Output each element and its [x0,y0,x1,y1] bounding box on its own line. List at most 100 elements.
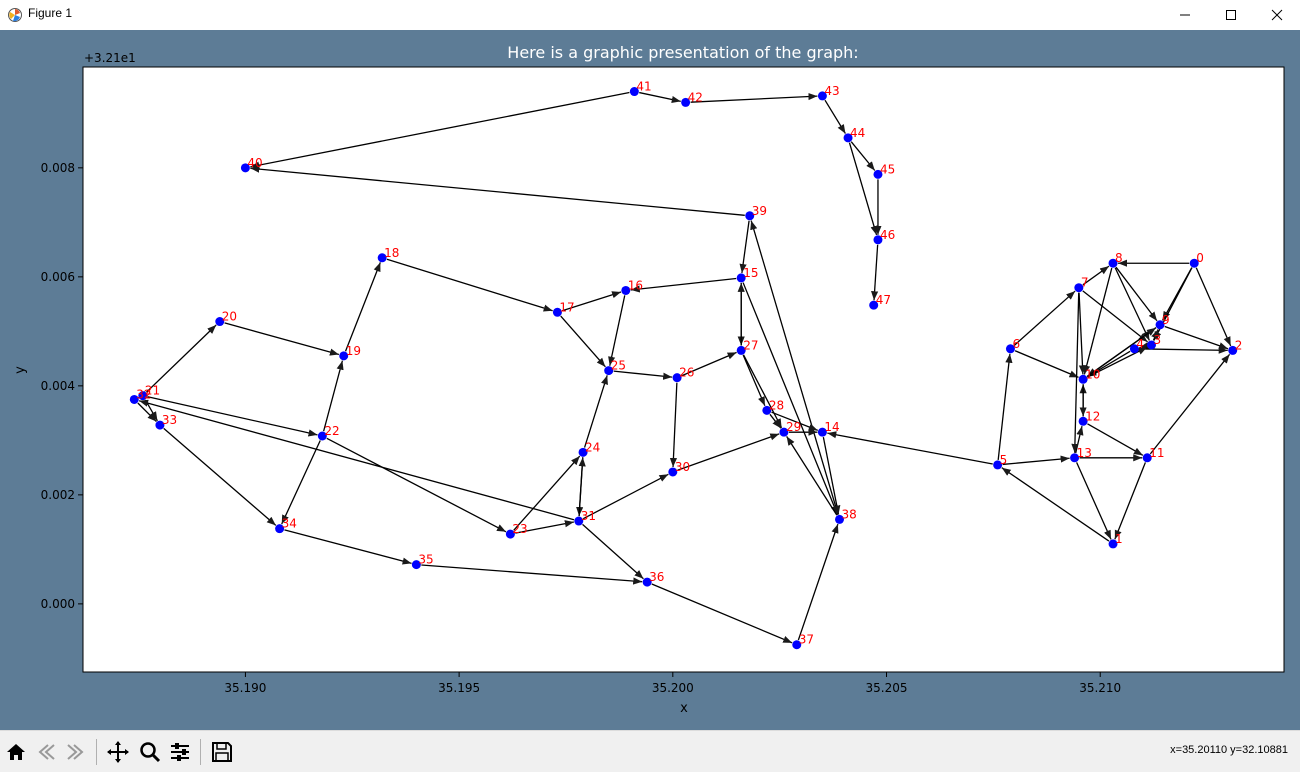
node-label: 40 [247,156,262,170]
graph-node [1155,320,1165,330]
x-axis-label: x [680,701,688,716]
graph-edge [613,370,673,380]
graph-edge [827,431,993,465]
graph-node [817,427,827,437]
y-tick-label: 0.002 [41,488,75,502]
pan-button[interactable] [104,737,132,767]
graph-node [1005,344,1015,354]
node-label: 15 [743,266,758,280]
graph-edge [677,433,780,471]
zoom-button[interactable] [136,737,164,767]
graph-edge [742,354,766,407]
graph-node [129,394,139,404]
node-label: 26 [679,366,694,380]
graph-edge [1002,455,1070,466]
save-button[interactable] [208,737,236,767]
x-tick-label: 35.195 [438,681,480,695]
graph-edge [1115,266,1158,322]
node-label: 33 [162,413,177,427]
node-label: 10 [1085,367,1100,381]
graph-edge [145,324,217,393]
x-tick-label: 35.200 [652,681,694,695]
graph-edge [739,220,750,274]
node-label: 37 [799,633,814,647]
node-label: 11 [1149,446,1164,460]
close-button[interactable] [1254,0,1300,30]
graph-node [1129,344,1139,354]
graph-edge [386,258,553,312]
graph-node [1078,374,1088,384]
node-label: 36 [649,570,664,584]
graph-edge [513,455,581,531]
node-label: 13 [1077,446,1092,460]
graph-node [843,133,853,143]
graph-edge [690,92,818,103]
graph-edge [561,291,622,312]
node-label: 29 [786,420,801,434]
graph-edge [583,375,608,448]
node-label: 39 [752,204,767,218]
node-label: 44 [850,126,865,140]
y-tick-label: 0.000 [41,597,75,611]
maximize-button[interactable] [1208,0,1254,30]
graph-node [1189,258,1199,268]
graph-node [869,300,879,310]
graph-node [1070,453,1080,463]
figure-title: Here is a graphic presentation of the gr… [507,43,858,62]
graph-edge [515,520,574,534]
node-label: 3 [1154,333,1162,347]
graph-node [317,431,327,441]
configure-subplots-button[interactable] [166,737,194,767]
y-axis-label: y [13,366,28,374]
node-label: 21 [145,384,160,398]
graph-edge [1151,329,1159,341]
graph-node [873,169,883,179]
graph-edge [824,99,846,134]
graph-edge [742,282,839,516]
graph-node [1142,453,1152,463]
figure-canvas[interactable]: Here is a graphic presentation of the gr… [0,30,1300,730]
toolbar-separator [200,739,201,765]
forward-button[interactable] [62,737,90,767]
minimize-icon [1180,14,1190,16]
back-icon [38,744,55,760]
node-label: 35 [418,553,433,567]
graph-edge [681,351,737,377]
graph-node [792,640,802,650]
graph-edge [651,583,793,644]
graph-node [604,366,614,376]
graph-node [578,447,588,457]
node-label: 4 [1136,337,1144,351]
node-label: 2 [1235,338,1243,352]
graph-node [629,87,639,97]
graph-edge [1071,292,1080,453]
node-label: 0 [1196,251,1204,265]
graph-edge [1164,325,1229,350]
graph-node [779,427,789,437]
graph-edge [871,244,879,301]
graph-edge [1195,267,1232,347]
graph-edge [786,436,838,516]
home-button[interactable] [2,737,30,767]
plot-svg[interactable]: Here is a graphic presentation of the gr… [0,30,1300,730]
graph-node [1108,258,1118,268]
graph-node [505,529,515,539]
graph-edge [344,262,381,352]
graph-node [339,351,349,361]
node-label: 22 [324,424,339,438]
graph-edge [1139,346,1228,354]
graph-edge [1087,350,1131,378]
app-icon [8,8,22,22]
graph-edge [848,142,878,236]
graph-node [377,253,387,263]
back-button[interactable] [32,737,60,767]
toolbar-separator [96,739,97,765]
graph-edge [669,382,678,468]
graph-node [215,317,225,327]
minimize-button[interactable] [1162,0,1208,30]
node-label: 28 [769,398,784,412]
graph-edge [797,523,839,641]
node-label: 16 [628,278,643,292]
graph-node [736,345,746,355]
